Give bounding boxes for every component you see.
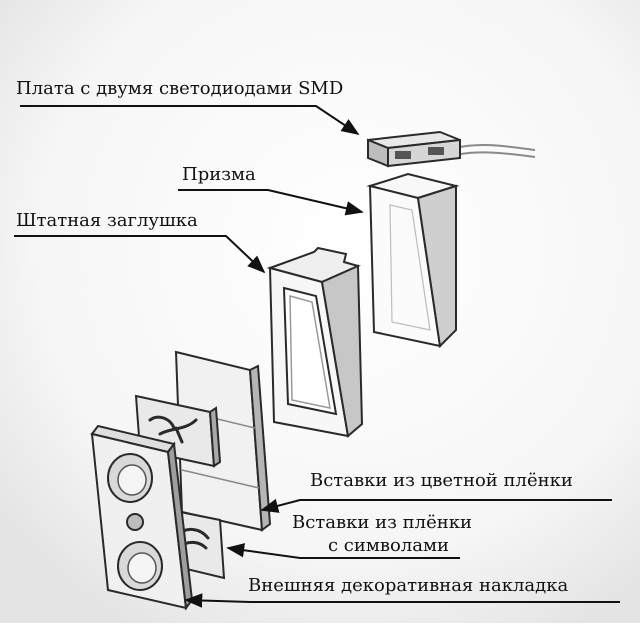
leader-plug: [14, 235, 266, 274]
label-standard-plug: Штатная заглушка: [16, 210, 198, 231]
decorative-overlay-part: [90, 424, 194, 611]
leader-color-film: [260, 498, 612, 513]
label-symbol-film-inserts-line1: Вставки из плёнки: [292, 512, 472, 533]
leader-board: [20, 105, 360, 135]
leader-overlay: [184, 593, 620, 608]
standard-plug-part: [266, 246, 364, 438]
led-board-part: [367, 130, 536, 168]
label-symbol-film-inserts-line2: с символами: [328, 535, 450, 556]
leader-lines: [14, 105, 620, 608]
leader-prism: [178, 189, 364, 216]
label-decorative-overlay: Внешняя декоративная накладка: [248, 575, 569, 596]
label-prism: Призма: [182, 164, 256, 185]
leader-symbol-film: [226, 543, 460, 559]
label-color-film-inserts: Вставки из цветной плёнки: [310, 470, 573, 491]
label-led-board: Плата с двумя светодиодами SMD: [16, 78, 344, 99]
prism-part: [366, 172, 460, 349]
